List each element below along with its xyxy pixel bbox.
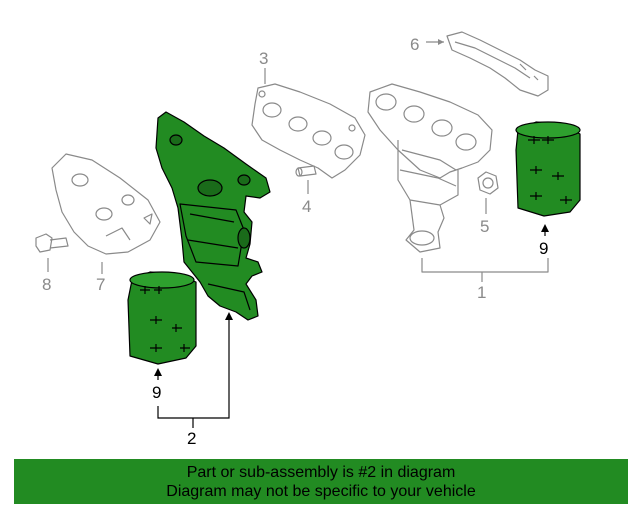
heat-shield-wrap-part-9-right	[515, 121, 581, 217]
part-notice-banner: Part or sub-assembly is #2 in diagram Di…	[14, 459, 628, 504]
callout-9-left-label: 9	[152, 383, 161, 402]
callout-3-label: 3	[259, 49, 268, 68]
callout-9-right-label: 9	[539, 239, 548, 258]
manifold-converter-assembly-part	[367, 83, 493, 253]
heat-shield-lower-part	[51, 153, 161, 255]
heat-shield-wrap-part-9-left	[127, 271, 197, 365]
callout-6-label: 6	[410, 35, 419, 54]
nut-part	[477, 171, 499, 195]
bolt-part	[35, 233, 69, 253]
part-notice-line-2: Diagram may not be specific to your vehi…	[166, 483, 476, 500]
manifold-gasket-part	[251, 83, 366, 179]
parts-diagram: 6 3 4 5 1 7 8 9 9 2	[35, 31, 581, 448]
heat-shield-upper-part	[446, 31, 549, 97]
part-notice-line-1: Part or sub-assembly is #2 in diagram	[186, 464, 456, 481]
callout-8-label: 8	[42, 275, 51, 294]
callout-4-label: 4	[302, 197, 311, 216]
stud-part	[295, 165, 317, 177]
callout-1-bracket	[421, 258, 549, 273]
callout-5-label: 5	[480, 217, 489, 236]
callout-2-label: 2	[187, 429, 196, 448]
callout-1-label: 1	[477, 283, 486, 302]
callout-7-label: 7	[96, 275, 105, 294]
catalytic-converter-manifold-part-2	[155, 111, 271, 321]
